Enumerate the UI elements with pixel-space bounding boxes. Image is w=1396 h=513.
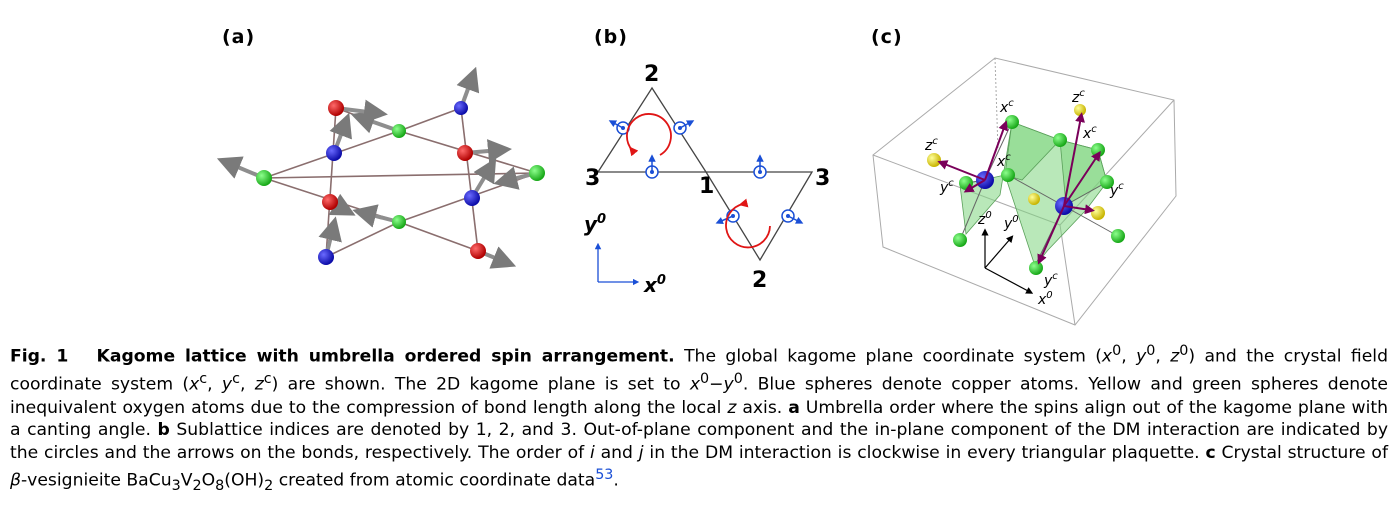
clockwise-arc-top	[626, 113, 672, 157]
svg-text:yc: yc	[939, 178, 954, 196]
svg-text:xc: xc	[1082, 124, 1097, 142]
svg-text:yc: yc	[1043, 271, 1058, 289]
sublattice-label-left: 3	[585, 166, 600, 191]
figure-caption: Fig. 1 Kagome lattice with umbrella orde…	[10, 343, 1389, 495]
svg-text:xc: xc	[999, 98, 1014, 116]
red-atom	[457, 145, 473, 161]
panel-a-kagome	[216, 66, 545, 269]
svg-text:zc: zc	[1071, 88, 1085, 106]
sublattice-label-top: 2	[644, 62, 659, 87]
crystal-field-vectors	[937, 112, 1101, 265]
axis-label-y0: y0	[584, 212, 606, 236]
dm-circles	[616, 121, 795, 223]
global-axes-c	[981, 228, 1034, 294]
red-atom	[470, 243, 486, 259]
figure-graphic: 2 3 1 3 2 y0 x0	[216, 57, 1177, 326]
sublattice-label-bottom: 2	[752, 268, 767, 293]
svg-text:z0: z0	[977, 210, 992, 228]
oxygen-atom	[256, 170, 272, 186]
copper-atom	[454, 101, 468, 115]
oxygen-atom	[392, 215, 406, 229]
figure-number: Fig. 1	[10, 346, 69, 367]
axis-label-x0: x0	[643, 273, 666, 297]
svg-text:yc: yc	[1109, 181, 1124, 199]
figure-title: Kagome lattice with umbrella ordered spi…	[96, 346, 675, 367]
svg-text:x0: x0	[1037, 290, 1053, 308]
dm-arrows	[608, 120, 804, 224]
panel-b-sublattice: 2 3 1 3 2 y0 x0	[584, 62, 830, 297]
copper-atom	[326, 145, 342, 161]
svg-text:xc: xc	[996, 152, 1011, 170]
svg-text:y0: y0	[1003, 214, 1019, 232]
panel-c-crystal: xc zc xc zc xc yc yc z0 y0 yc x0	[872, 57, 1177, 326]
panel-label-a: (a)	[222, 26, 256, 48]
atoms-a	[256, 100, 545, 265]
clockwise-arc-bottom	[725, 198, 771, 249]
svg-text:zc: zc	[924, 136, 938, 154]
panel-label-b: (b)	[594, 26, 628, 48]
sublattice-label-right: 3	[815, 166, 830, 191]
panel-label-c: (c)	[871, 26, 903, 48]
red-atom	[322, 194, 338, 210]
copper-atom	[464, 190, 480, 206]
axes-b	[594, 242, 640, 286]
sublattice-label-center: 1	[699, 174, 714, 199]
crystal-labels: xc zc xc zc xc yc yc z0 y0 yc x0	[924, 88, 1124, 308]
oxygen-atom	[392, 124, 406, 138]
spin-arrows	[216, 66, 538, 269]
red-atom	[328, 100, 344, 116]
oxygen-atom	[529, 165, 545, 181]
copper-atom	[318, 249, 334, 265]
reference-superscript[interactable]: 53	[595, 467, 614, 484]
